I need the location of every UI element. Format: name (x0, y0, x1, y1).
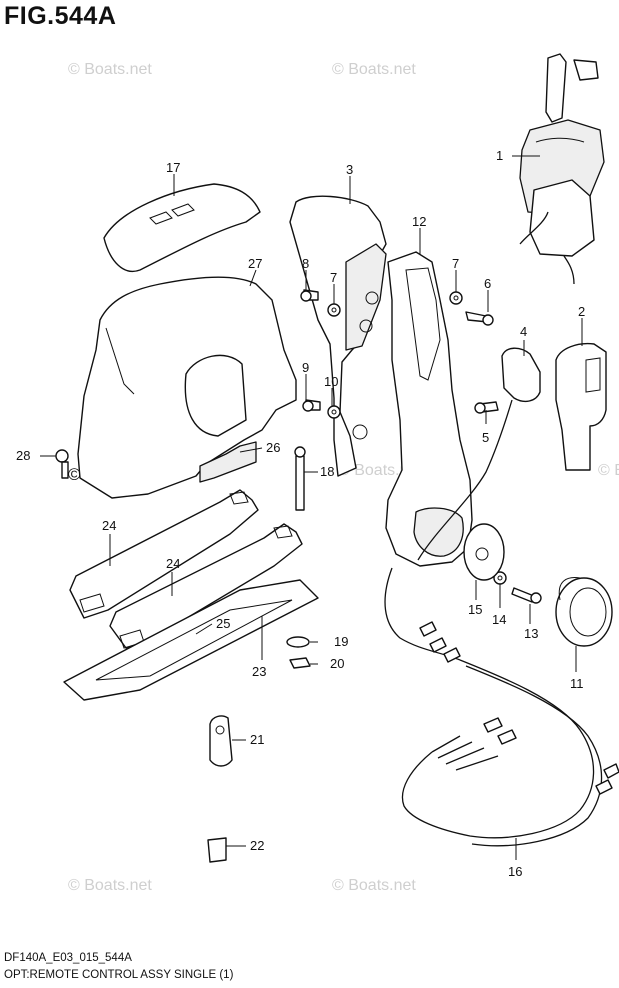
callout-10: 10 (324, 374, 338, 389)
callout-24: 24 (102, 518, 116, 533)
callout-24: 24 (166, 556, 180, 571)
part-13-screw (511, 587, 542, 604)
callout-2: 2 (578, 304, 585, 319)
part-28-screw (55, 449, 69, 479)
figure-title: FIG.544A (4, 2, 117, 30)
part-16-wiring-harness (384, 567, 619, 847)
part-3-lever-bracket (289, 195, 387, 477)
part-4-switch (417, 347, 541, 561)
callout-13: 13 (524, 626, 538, 641)
part-7-washer-right (449, 291, 463, 305)
watermark: © Boats.net (68, 61, 152, 78)
callout-27: 27 (248, 256, 262, 271)
leader-lines (40, 155, 583, 860)
part-19-washer (286, 636, 310, 648)
callout-15: 15 (468, 602, 482, 617)
part-12-control-arm (385, 251, 473, 567)
part-5-screw (474, 401, 499, 414)
callout-17: 17 (166, 160, 180, 175)
watermark: © Boats.net (68, 877, 152, 894)
callout-19: 19 (334, 634, 348, 649)
part-27-housing (77, 276, 297, 499)
part-6-screw (465, 311, 494, 326)
callout-1: 1 (496, 148, 503, 163)
callout-12: 12 (412, 214, 426, 229)
callout-7: 7 (330, 270, 337, 285)
part-1-remote-control-box (519, 53, 605, 285)
callout-5: 5 (482, 430, 489, 445)
part-24-bracket-upper (69, 489, 259, 619)
callout-22: 22 (250, 838, 264, 853)
callout-16: 16 (508, 864, 522, 879)
part-22-clip (207, 837, 227, 863)
part-21-clip (209, 715, 233, 767)
callout-14: 14 (492, 612, 506, 627)
part-8-screw (300, 289, 319, 302)
part-7-washer-left (327, 303, 341, 317)
callout-23: 23 (252, 664, 266, 679)
watermark: © Boats.net (598, 462, 619, 479)
callout-28: 28 (16, 448, 30, 463)
drawing-caption: OPT:REMOTE CONTROL ASSY SINGLE (1) (4, 969, 234, 981)
watermark: © Boats.net (332, 61, 416, 78)
callout-11: 11 (570, 676, 584, 691)
part-15-plate (463, 523, 505, 581)
part-10-washer (327, 405, 341, 419)
callout-3: 3 (346, 162, 353, 177)
callout-18: 18 (320, 464, 334, 479)
part-17-top-cover (103, 183, 261, 273)
watermark: © Boats.net (332, 877, 416, 894)
callout-25: 25 (216, 616, 230, 631)
part-20-nut (289, 657, 311, 669)
callout-8: 8 (302, 256, 309, 271)
part-9-screw (302, 399, 321, 412)
part-2-side-cover (555, 342, 607, 471)
callout-26: 26 (266, 440, 280, 455)
callout-7: 7 (452, 256, 459, 271)
callout-20: 20 (330, 656, 344, 671)
callout-4: 4 (520, 324, 527, 339)
part-11-cap (555, 577, 613, 647)
drawing-code: DF140A_E03_015_544A (4, 952, 132, 964)
part-18-bolt (294, 446, 306, 511)
callout-9: 9 (302, 360, 309, 375)
callout-21: 21 (250, 732, 264, 747)
part-23-base-plate (63, 579, 319, 701)
callout-6: 6 (484, 276, 491, 291)
